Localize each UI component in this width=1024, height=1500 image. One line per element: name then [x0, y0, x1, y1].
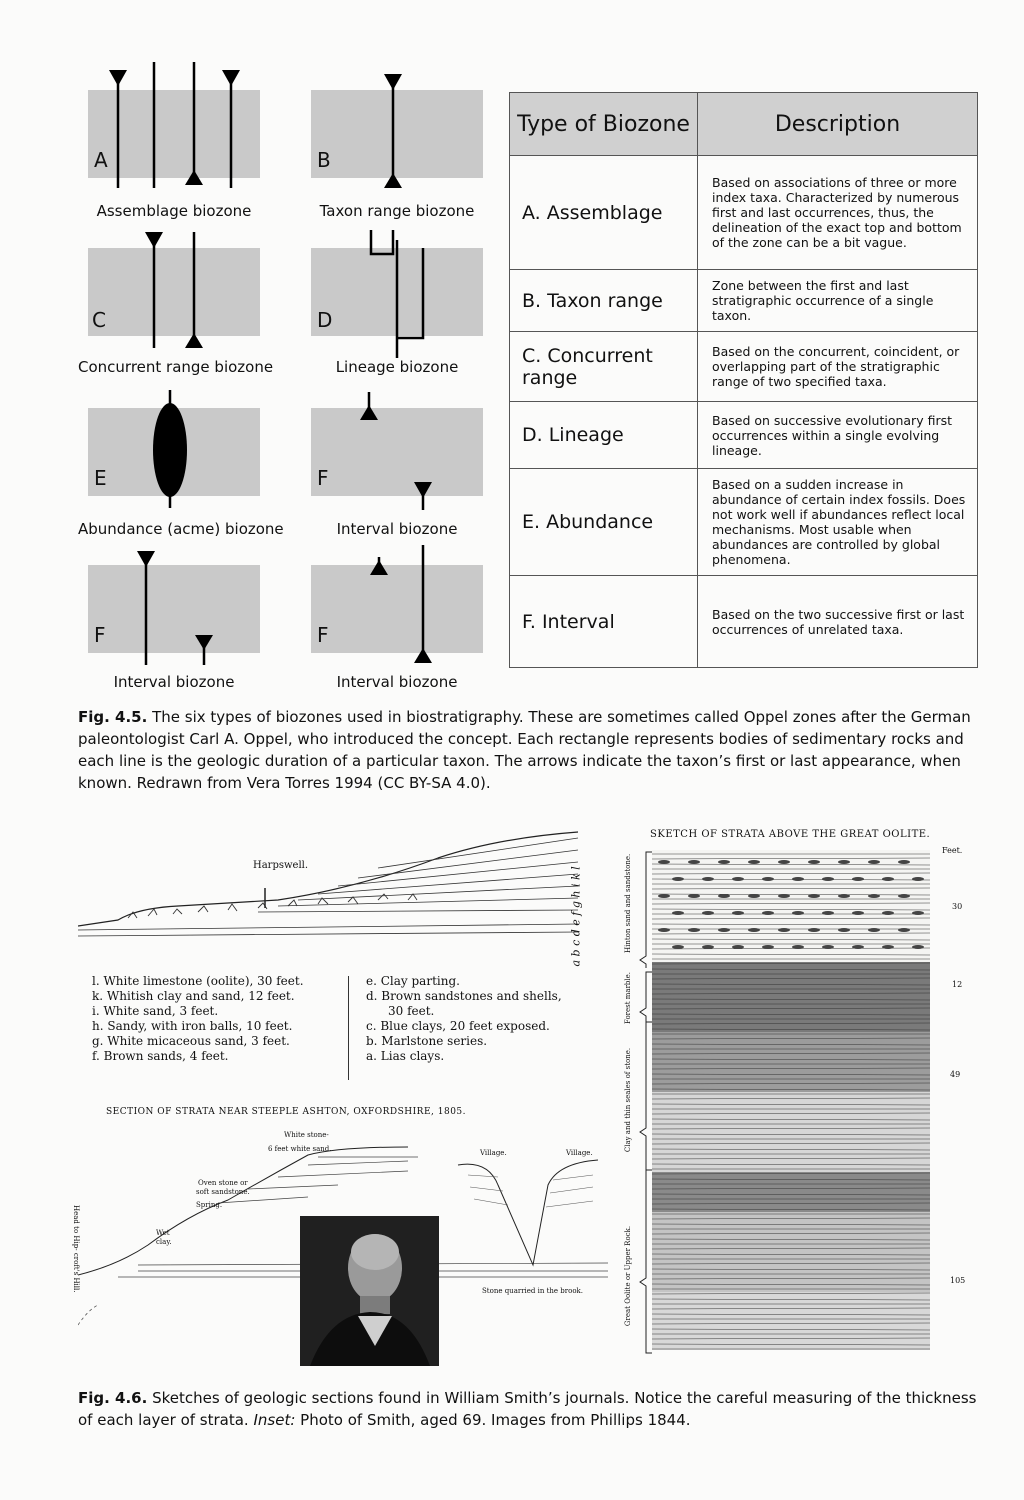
- strata-thickness: 12: [952, 980, 962, 989]
- table-row: B. Taxon range Zone between the first an…: [510, 270, 978, 332]
- harpswell-label: Harpswell.: [253, 860, 308, 871]
- biozone-type: C. Concurrent range: [510, 332, 698, 402]
- harpswell-legend-right: e. Clay parting. d. Brown sandstones and…: [366, 974, 596, 1064]
- panel-letter: A: [94, 148, 108, 172]
- label-head-2: croft's Hill.: [72, 1253, 80, 1293]
- strata-column-drawing: [652, 850, 930, 1350]
- strata-side-label: Forest marble.: [624, 953, 632, 1043]
- label-oven-stone: Oven stone or: [198, 1179, 248, 1187]
- legend-item: i. White sand, 3 feet.: [92, 1004, 342, 1019]
- caption-label: Fig. 4.6.: [78, 1389, 147, 1407]
- table-row: F. Interval Based on the two successive …: [510, 576, 978, 668]
- caption-label: Fig. 4.5.: [78, 708, 147, 726]
- caption-inset-text: Photo of Smith, aged 69. Images from Phi…: [295, 1411, 690, 1429]
- harpswell-section: Harpswell. a b c d e f g h i k l: [78, 828, 608, 958]
- label-village-1: Village.: [480, 1149, 507, 1157]
- strata-feet-label: Feet.: [942, 846, 962, 855]
- strata-column: [652, 850, 930, 1350]
- biozone-description: Based on associations of three or more i…: [698, 156, 978, 270]
- william-smith-portrait: [300, 1216, 439, 1366]
- panel-label: Interval biozone: [88, 673, 260, 691]
- label-wet-clay: Wet: [156, 1229, 170, 1237]
- biozone-type: B. Taxon range: [510, 270, 698, 332]
- legend-item: 30 feet.: [366, 1004, 596, 1019]
- panel-letter: D: [317, 308, 332, 332]
- harpswell-legend-left: l. White limestone (oolite), 30 feet. k.…: [92, 974, 342, 1064]
- panel-assemblage: A Assemblage biozone: [88, 60, 260, 230]
- legend-item: d. Brown sandstones and shells,: [366, 989, 596, 1004]
- caption-inset-label: Inset:: [253, 1411, 295, 1429]
- panel-taxon-range: B Taxon range biozone: [311, 60, 483, 230]
- label-head: Head to Hip-: [72, 1205, 80, 1251]
- caption-text: The six types of biozones used in biostr…: [78, 708, 971, 792]
- biozone-type: D. Lineage: [510, 402, 698, 469]
- panel-letter: E: [94, 466, 107, 490]
- steeple-ashton-title: SECTION OF STRATA NEAR STEEPLE ASHTON, O…: [106, 1107, 466, 1117]
- figure-caption-4-6: Fig. 4.6. Sketches of geologic sections …: [78, 1387, 978, 1431]
- panel-interval-3: F Interval biozone: [311, 535, 483, 705]
- panel-letter: B: [317, 148, 331, 172]
- panel-interval-2: F Interval biozone: [88, 535, 260, 705]
- panel-letter: C: [92, 308, 106, 332]
- strata-side-label: Hinton sand and sandstone.: [624, 863, 632, 953]
- biozone-description: Based on the two successive first or las…: [698, 576, 978, 668]
- biozone-description: Based on successive evolutionary first o…: [698, 402, 978, 469]
- label-white-stone: White stone-: [284, 1131, 329, 1139]
- label-spring: Spring.: [196, 1201, 222, 1209]
- panel-label: Lineage biozone: [311, 358, 483, 376]
- label-soft-sandstone: soft sandstone.: [196, 1188, 250, 1196]
- biozone-description: Based on the concurrent, coincident, or …: [698, 332, 978, 402]
- strata-side-label: Great Oolite or Upper Rock.: [624, 1211, 632, 1341]
- strata-thickness: 30: [952, 902, 962, 911]
- label-head-hill: Head to Hip- croft's Hill.: [72, 1205, 80, 1293]
- legend-divider: [348, 976, 349, 1080]
- panel-label: Interval biozone: [311, 673, 483, 691]
- panel-letter: F: [317, 466, 329, 490]
- harpswell-profile-drawing: [78, 828, 608, 958]
- legend-item: a. Lias clays.: [366, 1049, 596, 1064]
- legend-item: h. Sandy, with iron balls, 10 feet.: [92, 1019, 342, 1034]
- strata-sketch-title: SKETCH OF STRATA ABOVE THE GREAT OOLITE.: [650, 829, 930, 840]
- strata-side-label: Clay and thin seales of stone.: [624, 1035, 632, 1165]
- legend-item: c. Blue clays, 20 feet exposed.: [366, 1019, 596, 1034]
- portrait-drawing: [300, 1216, 439, 1366]
- legend-item: g. White micaceous sand, 3 feet.: [92, 1034, 342, 1049]
- table-header: Description: [698, 93, 978, 156]
- panel-letter: F: [94, 623, 106, 647]
- table-row: E. Abundance Based on a sudden increase …: [510, 469, 978, 576]
- panel-abundance: E Abundance (acme) biozone: [88, 378, 260, 548]
- table-row: C. Concurrent range Based on the concurr…: [510, 332, 978, 402]
- biozone-description: Based on a sudden increase in abundance …: [698, 469, 978, 576]
- legend-item: b. Marlstone series.: [366, 1034, 596, 1049]
- biozone-type: A. Assemblage: [510, 156, 698, 270]
- strata-braces: [638, 848, 658, 1358]
- bed-letters: a b c d e f g h i k l: [570, 847, 583, 967]
- biozone-type: E. Abundance: [510, 469, 698, 576]
- table-row: A. Assemblage Based on associations of t…: [510, 156, 978, 270]
- legend-item: e. Clay parting.: [366, 974, 596, 989]
- figure-caption-4-5: Fig. 4.5. The six types of biozones used…: [78, 706, 978, 794]
- legend-item: k. Whitish clay and sand, 12 feet.: [92, 989, 342, 1004]
- table-header-row: Type of Biozone Description: [510, 93, 978, 156]
- biozone-table: Type of Biozone Description A. Assemblag…: [509, 92, 978, 668]
- label-stone-quarried: Stone quarried in the brook.: [482, 1287, 583, 1295]
- table-row: D. Lineage Based on successive evolution…: [510, 402, 978, 469]
- panel-interval-1: F Interval biozone: [311, 378, 483, 548]
- biozone-description: Zone between the first and last stratigr…: [698, 270, 978, 332]
- panel-concurrent-range: C Concurrent range biozone: [88, 218, 260, 388]
- table-header: Type of Biozone: [510, 93, 698, 156]
- panel-lineage: D Lineage biozone: [311, 218, 483, 388]
- strata-thickness: 105: [950, 1276, 965, 1285]
- label-white-sand: 6 feet white sand.: [268, 1145, 332, 1153]
- biozone-type: F. Interval: [510, 576, 698, 668]
- legend-item: f. Brown sands, 4 feet.: [92, 1049, 342, 1064]
- label-wet-clay-2: clay.: [156, 1238, 172, 1246]
- panel-label: Concurrent range biozone: [78, 358, 270, 376]
- panel-letter: F: [317, 623, 329, 647]
- label-village-2: Village.: [566, 1149, 593, 1157]
- strata-thickness: 49: [950, 1070, 960, 1079]
- legend-item: l. White limestone (oolite), 30 feet.: [92, 974, 342, 989]
